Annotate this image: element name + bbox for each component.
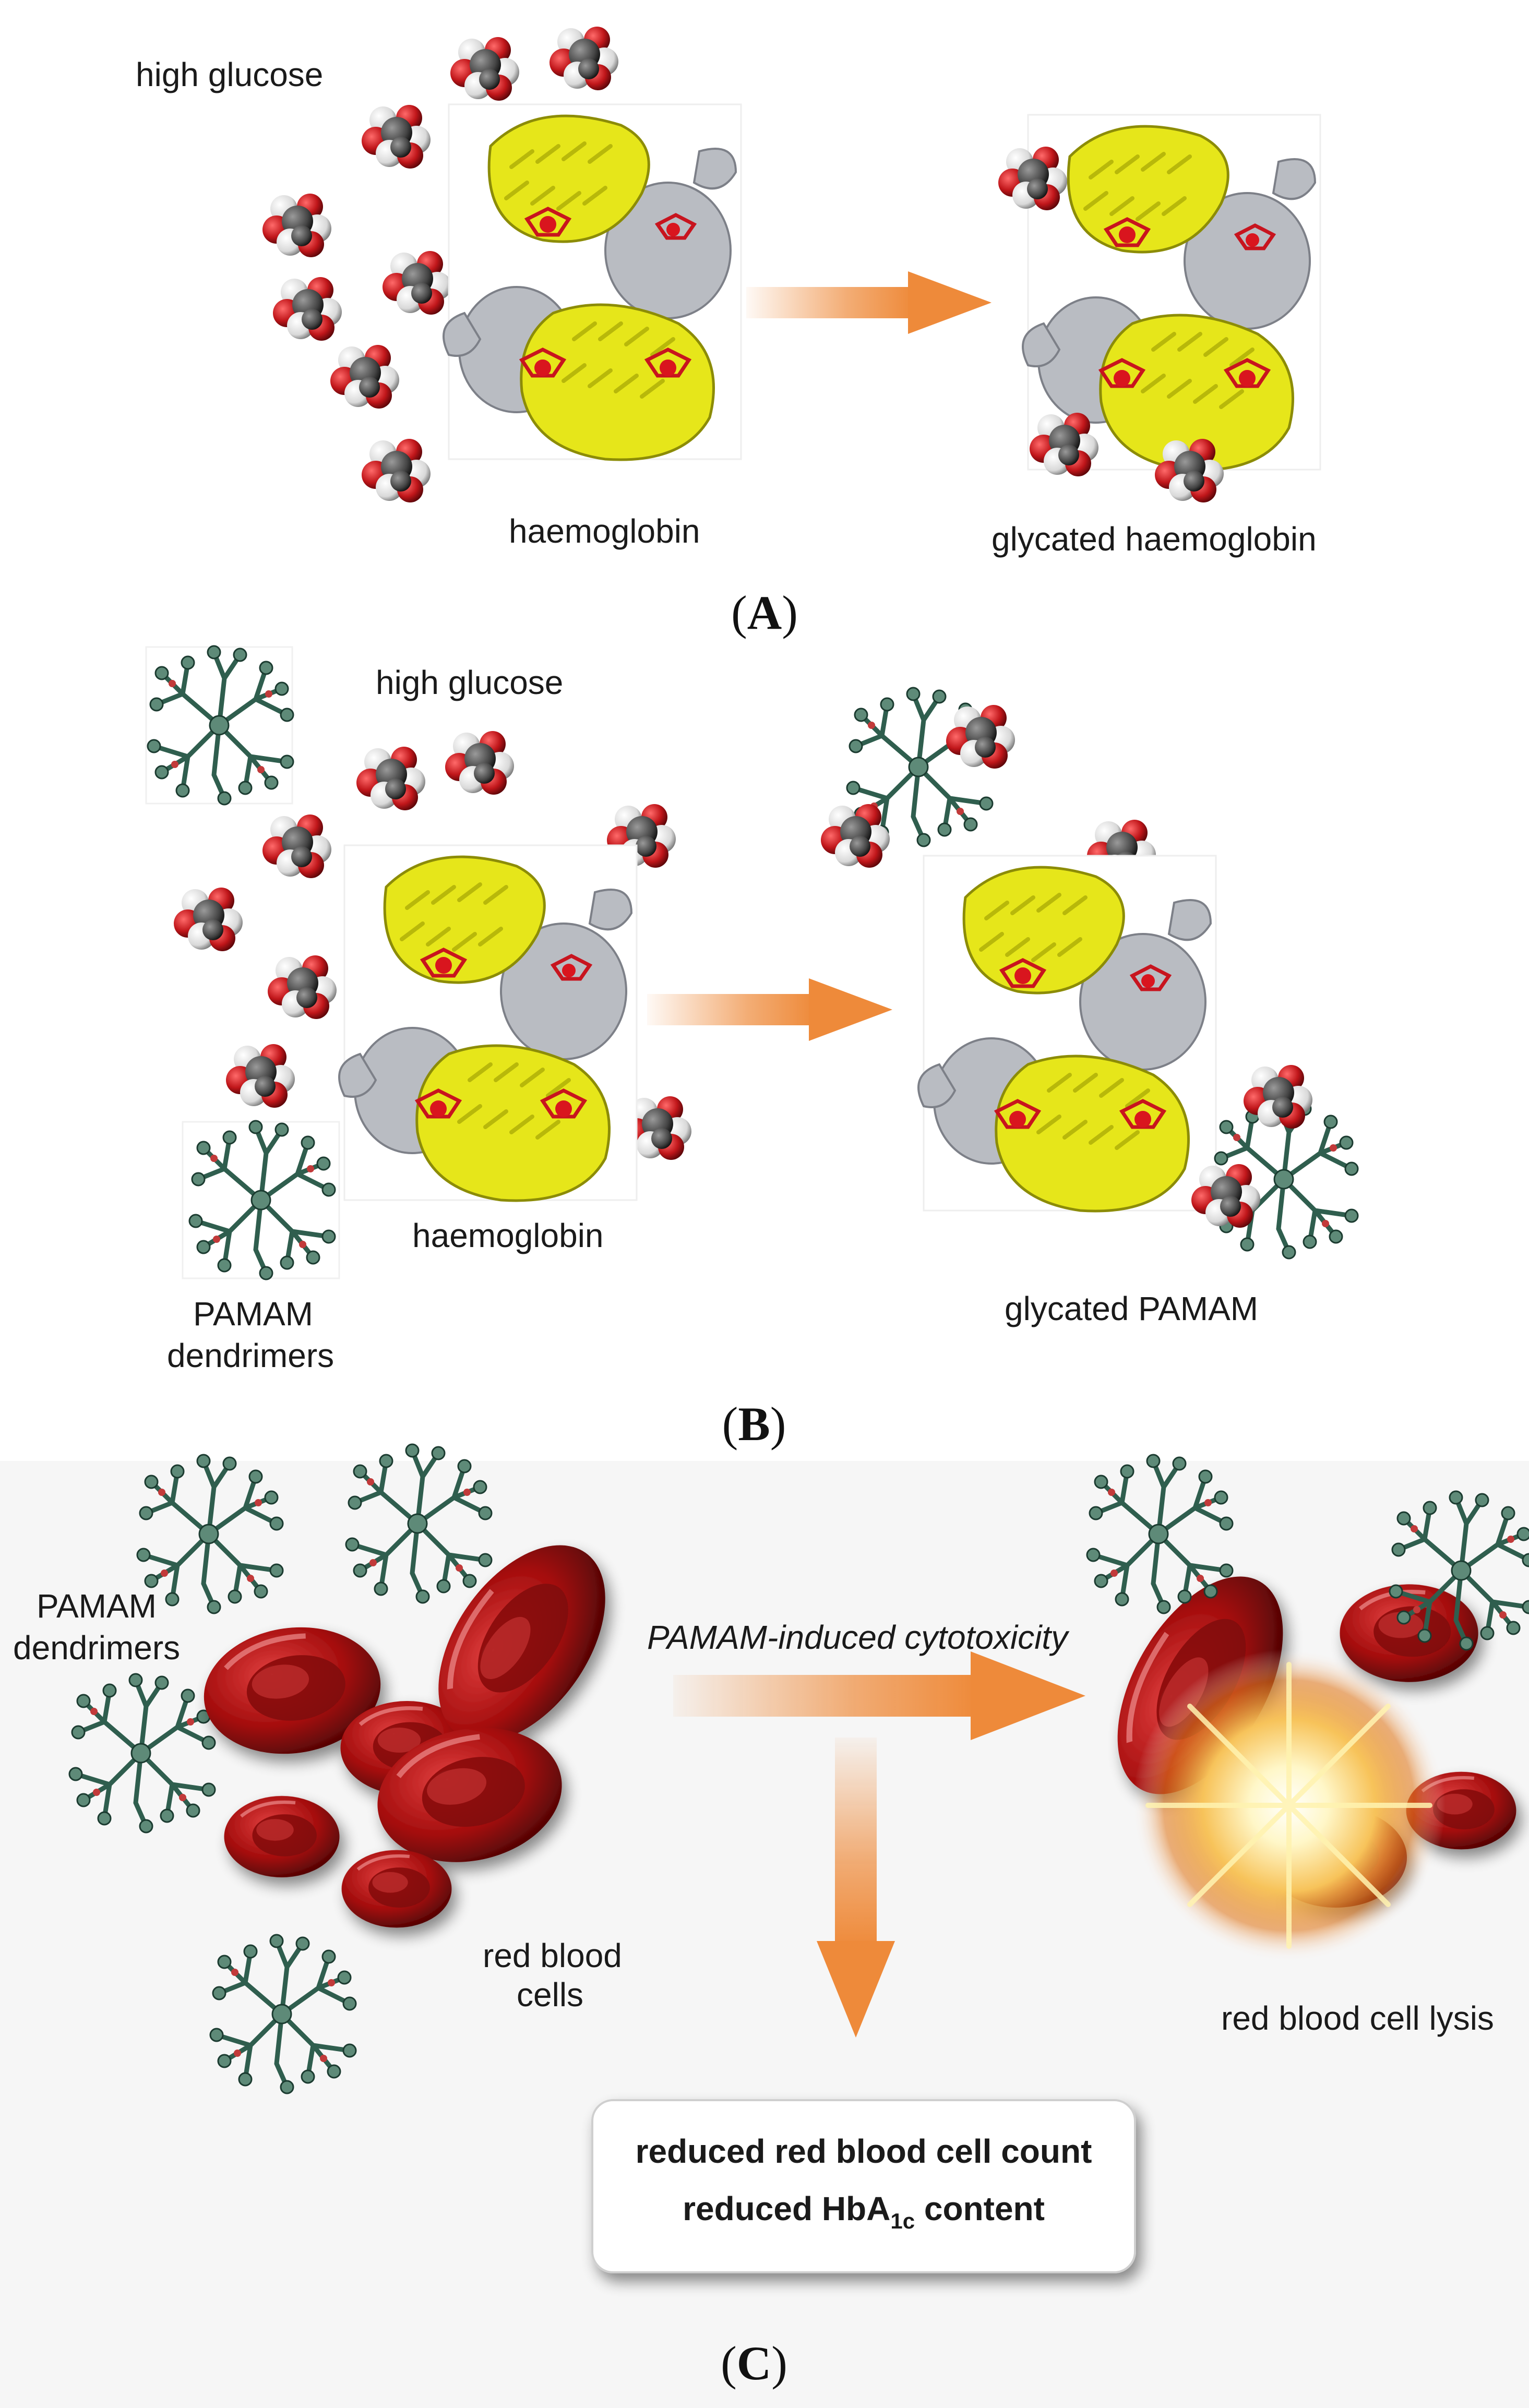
panel-c-letter: (C) xyxy=(721,2337,787,2390)
svg-text:(C): (C) xyxy=(721,2337,787,2390)
haemoglobin-protein-icon xyxy=(444,104,741,460)
panel-b-pamam-label-line2: dendrimers xyxy=(167,1337,334,1374)
haemoglobin-protein-icon xyxy=(918,856,1216,1211)
panel-b-high-glucose-label: high glucose xyxy=(376,664,563,701)
panel-a-letter: (A) xyxy=(731,586,798,639)
haemoglobin-protein-icon xyxy=(339,845,637,1201)
pamam-dendrimer-icon xyxy=(182,1121,340,1279)
panel-c-rbc-label-line1: red blood xyxy=(483,1937,622,1974)
process-arrow-icon xyxy=(673,1651,1085,1740)
panel-c: PAMAM dendrimers red blood cells PAMAM-i… xyxy=(0,1444,1529,2408)
panel-a-glycated-haemoglobin-label: glycated haemoglobin xyxy=(992,520,1317,558)
panel-c-cytotoxicity-label: PAMAM-induced cytotoxicity xyxy=(647,1619,1070,1656)
panel-b-haemoglobin-label: haemoglobin xyxy=(412,1217,604,1254)
svg-text:(A): (A) xyxy=(731,586,798,639)
process-arrow-icon xyxy=(647,978,892,1041)
panel-c-pamam-label-line2: dendrimers xyxy=(13,1629,180,1667)
panel-b-letter: (B) xyxy=(722,1397,786,1451)
panel-a-high-glucose-label: high glucose xyxy=(136,56,323,93)
process-arrow-icon xyxy=(746,271,992,334)
panel-c-pamam-label-line1: PAMAM xyxy=(37,1587,157,1625)
panel-a-haemoglobin-label: haemoglobin xyxy=(509,512,700,550)
svg-text:(B): (B) xyxy=(722,1397,786,1451)
panel-b-pamam-label-line1: PAMAM xyxy=(193,1295,313,1333)
panel-c-lysis-label: red blood cell lysis xyxy=(1221,1999,1494,2037)
result-box-line1: reduced red blood cell count xyxy=(636,2133,1092,2170)
panel-c-rbc-label-line2: cells xyxy=(517,1976,583,2014)
haemoglobin-protein-icon xyxy=(1023,115,1320,470)
panel-a: high glucose haemoglobin glycated haemog… xyxy=(136,27,1320,639)
process-arrow-icon xyxy=(817,1738,895,2038)
panel-b-glycated-pamam-label: glycated PAMAM xyxy=(1005,1290,1258,1327)
result-box xyxy=(591,2099,1136,2273)
panel-b: high glucose haemoglobin PAMAM dendrimer… xyxy=(145,646,1358,1451)
lysis-burst-icon xyxy=(1132,1649,1446,1962)
pamam-dendrimer-icon xyxy=(145,646,293,805)
result-box-line2: reduced HbA1c content xyxy=(683,2190,1045,2233)
